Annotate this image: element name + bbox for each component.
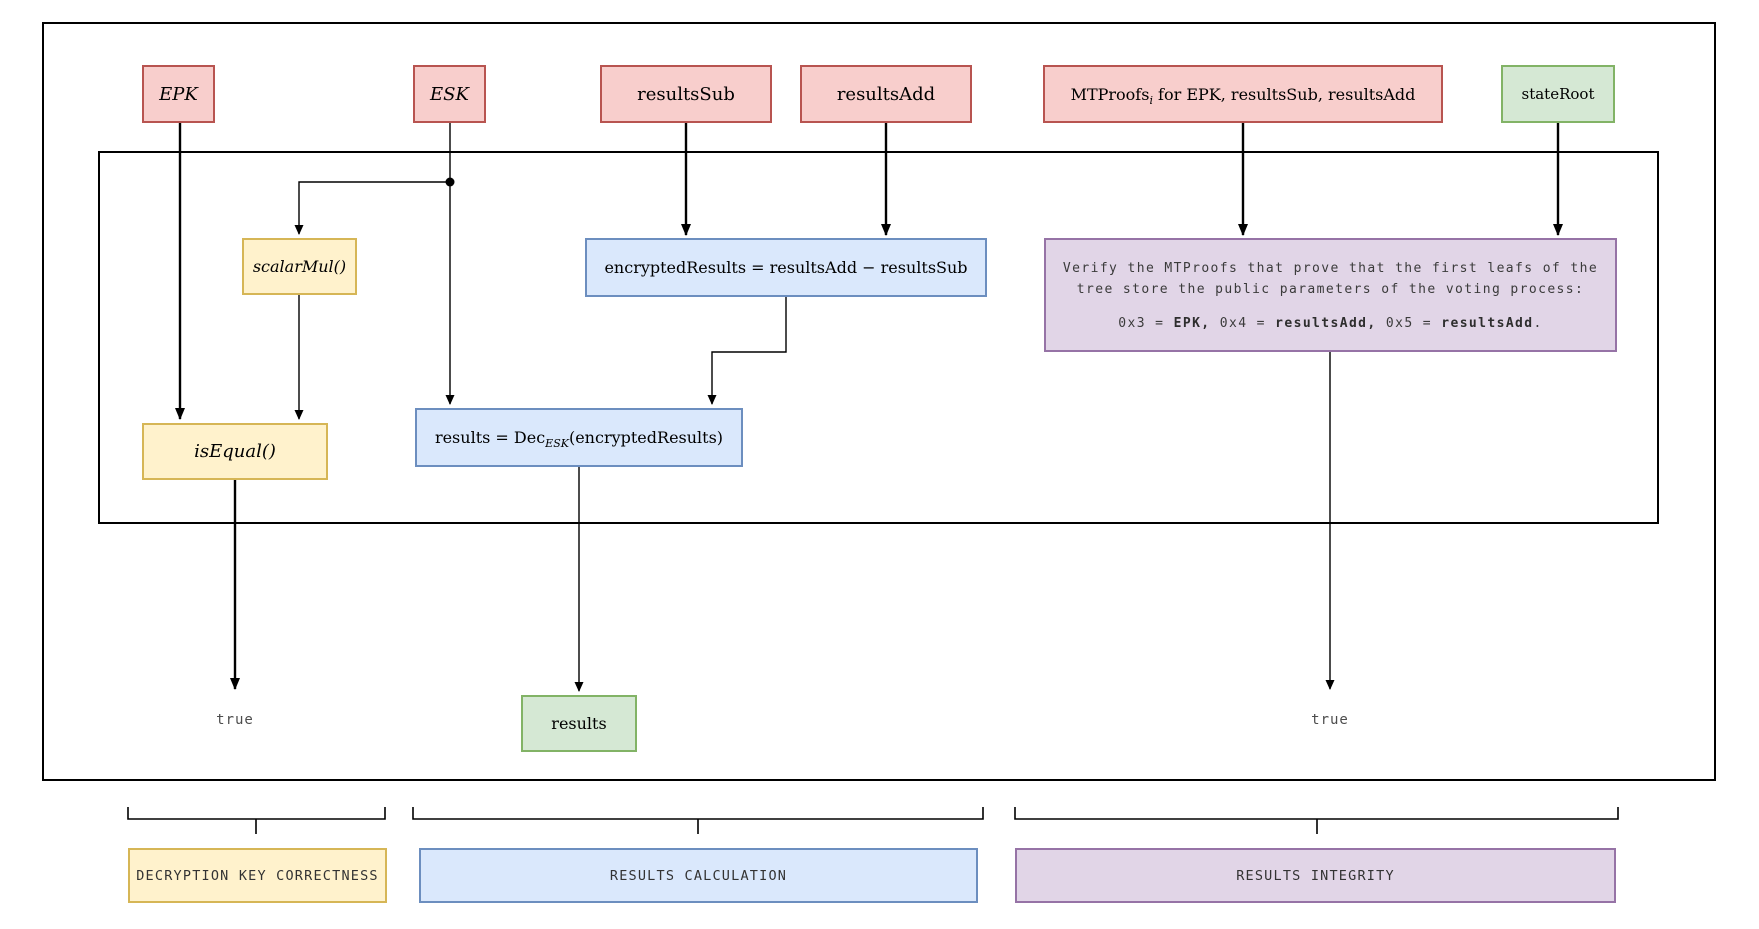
brace-integrity (1014, 807, 1619, 834)
mtproofs-rest: for EPK, resultsSub, resultsAdd (1152, 84, 1416, 104)
encrypted-results-label: encryptedResults = resultsAdd − resultsS… (604, 258, 968, 277)
verify-eq-part: 0x3 = (1118, 315, 1174, 331)
node-results-add: resultsAdd (800, 65, 972, 123)
section-label-text: RESULTS CALCULATION (609, 867, 788, 884)
mtproofs-base: MTProofs (1070, 84, 1150, 104)
results-sub-label: resultsSub (637, 83, 735, 105)
node-decrypt: results = DecESK(encryptedResults) (415, 408, 743, 467)
node-verify-mtproofs: Verify the MTProofs that prove that the … (1044, 238, 1617, 352)
decrypt-label: results = DecESK(encryptedResults) (434, 428, 724, 451)
node-results-output: results (521, 695, 637, 752)
edge-esk-scalarmul (294, 181, 450, 235)
section-label-text: DECRYPTION KEY CORRECTNESS (136, 867, 379, 884)
verify-line-1: Verify the MTProofs that prove that the … (1062, 260, 1599, 276)
thick-connectors (175, 123, 1563, 690)
results-output-label: results (551, 714, 607, 733)
node-is-equal: isEqual() (142, 423, 328, 480)
decrypt-pre: results = Dec (434, 428, 546, 447)
section-label-results-calculation: RESULTS CALCULATION (419, 848, 978, 903)
section-label-decryption-key-correctness: DECRYPTION KEY CORRECTNESS (128, 848, 387, 903)
decrypt-subscript: ESK (545, 437, 569, 451)
thin-connectors (294, 123, 1335, 692)
verify-eq-part: 0x5 = (1376, 315, 1442, 331)
verify-eq-epk: EPK, (1173, 315, 1211, 331)
scalar-mul-label: scalarMul() (252, 257, 347, 276)
verify-eq-part: 0x4 = (1210, 315, 1276, 331)
junction-dot (445, 177, 455, 187)
edge-enc-dec (707, 297, 787, 405)
section-label-text: RESULTS INTEGRITY (1236, 867, 1395, 884)
node-epk: EPK (142, 65, 215, 123)
output-true-right: true (1311, 712, 1349, 728)
esk-label: ESK (430, 83, 469, 105)
node-encrypted-results: encryptedResults = resultsAdd − resultsS… (585, 238, 987, 297)
node-scalar-mul: scalarMul() (242, 238, 357, 295)
verify-eq-resultsadd-1: resultsAdd, (1275, 315, 1377, 331)
verify-line-2: tree store the public parameters of the … (1076, 281, 1585, 297)
epk-label: EPK (159, 83, 198, 105)
output-true-left: true (216, 712, 254, 728)
node-mtproofs: MTProofsi for EPK, resultsSub, resultsAd… (1043, 65, 1443, 123)
mtproofs-label: MTProofsi for EPK, resultsSub, resultsAd… (1070, 84, 1416, 106)
node-results-sub: resultsSub (600, 65, 772, 123)
decrypt-post: (encryptedResults) (568, 428, 724, 447)
node-state-root: stateRoot (1501, 65, 1615, 123)
section-label-results-integrity: RESULTS INTEGRITY (1015, 848, 1616, 903)
verify-eq-period: . (1533, 315, 1543, 331)
is-equal-label: isEqual() (194, 441, 276, 462)
brace-decryption (127, 807, 386, 834)
results-add-label: resultsAdd (836, 83, 936, 105)
verify-eq-resultsadd-2: resultsAdd (1441, 315, 1534, 331)
brace-calculation (412, 807, 984, 834)
node-esk: ESK (413, 65, 486, 123)
verify-equation: 0x3 = EPK, 0x4 = resultsAdd, 0x5 = resul… (1118, 315, 1543, 333)
state-root-label: stateRoot (1521, 85, 1595, 103)
outer-frame (42, 22, 1716, 781)
section-braces (127, 807, 1619, 834)
